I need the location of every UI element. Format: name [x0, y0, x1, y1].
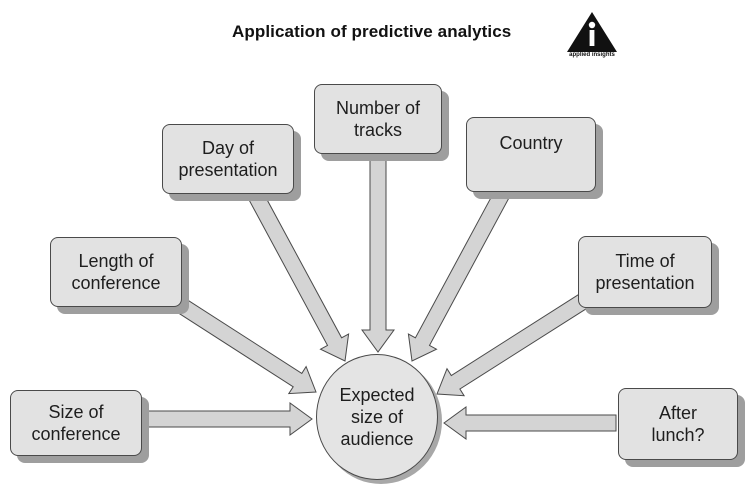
center-expected-audience: Expected size of audience — [316, 354, 438, 480]
factor-label: Size of conference — [31, 402, 121, 444]
factor-label: Length of conference — [71, 251, 161, 293]
logo-triangle-icon — [567, 12, 617, 52]
factor-label: After lunch? — [651, 403, 705, 445]
factor-label: Country — [499, 132, 563, 153]
factor-label: Day of presentation — [178, 138, 278, 180]
arrow-day-of-presentation — [248, 191, 350, 362]
arrow-size-of-conference — [147, 402, 313, 436]
page-title: Application of predictive analytics — [232, 22, 512, 41]
factor-time-of-presentation: Time of presentation — [578, 236, 712, 308]
factor-after-lunch: After lunch? — [618, 388, 738, 460]
factor-length-of-conference: Length of conference — [50, 237, 182, 307]
arrow-country — [407, 189, 510, 362]
applied-insights-logo: applied insights — [564, 10, 620, 64]
arrow-after-lunch — [443, 406, 617, 440]
factor-number-of-tracks: Number of tracks — [314, 84, 442, 154]
factor-day-of-presentation: Day of presentation — [162, 124, 294, 194]
center-label: Expected size of audience — [339, 385, 415, 449]
factor-label: Time of presentation — [595, 251, 695, 293]
logo-text: applied insights — [569, 52, 615, 58]
factor-country: Country — [466, 117, 596, 192]
arrow-time-of-presentation — [436, 292, 590, 397]
arrow-length-of-conference — [171, 294, 317, 395]
factor-size-of-conference: Size of conference — [10, 390, 142, 456]
arrow-number-of-tracks — [361, 157, 395, 353]
factor-label: Number of tracks — [335, 98, 421, 140]
